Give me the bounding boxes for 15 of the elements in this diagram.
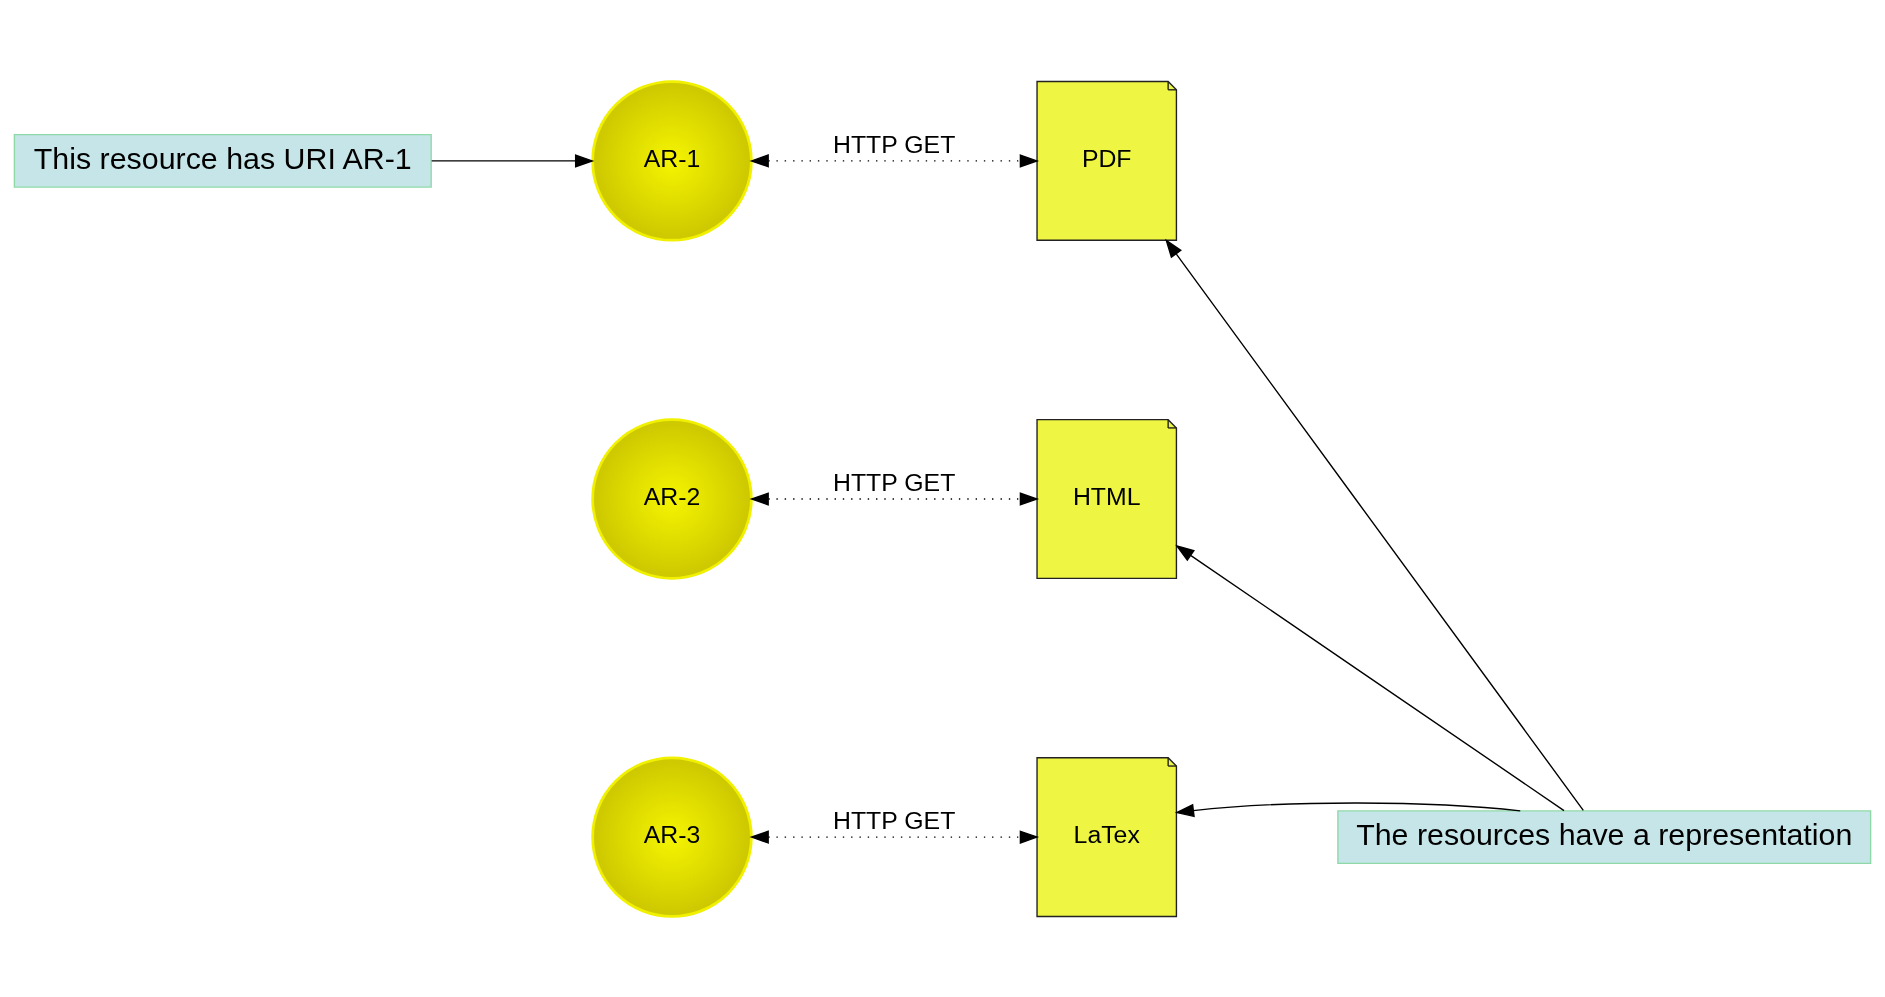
node-box: The resources have a representation: [1337, 809, 1872, 864]
node-circle: AR-1: [591, 79, 753, 242]
arrow: [749, 153, 1040, 168]
arrow: [1175, 544, 1565, 811]
arrow: [749, 829, 1040, 844]
node-box: This resource has URI AR-1: [13, 133, 432, 188]
arrow: [431, 153, 595, 168]
edge-label: HTTP GET: [833, 130, 956, 158]
arrow: [749, 491, 1040, 506]
node-circle: AR-3: [591, 755, 753, 918]
arrow: [1165, 238, 1584, 811]
arrow: [1174, 801, 1521, 817]
edge-label: HTTP GET: [833, 468, 956, 496]
edge-label: HTTP GET: [833, 806, 956, 834]
node-circle: AR-2: [591, 417, 753, 580]
